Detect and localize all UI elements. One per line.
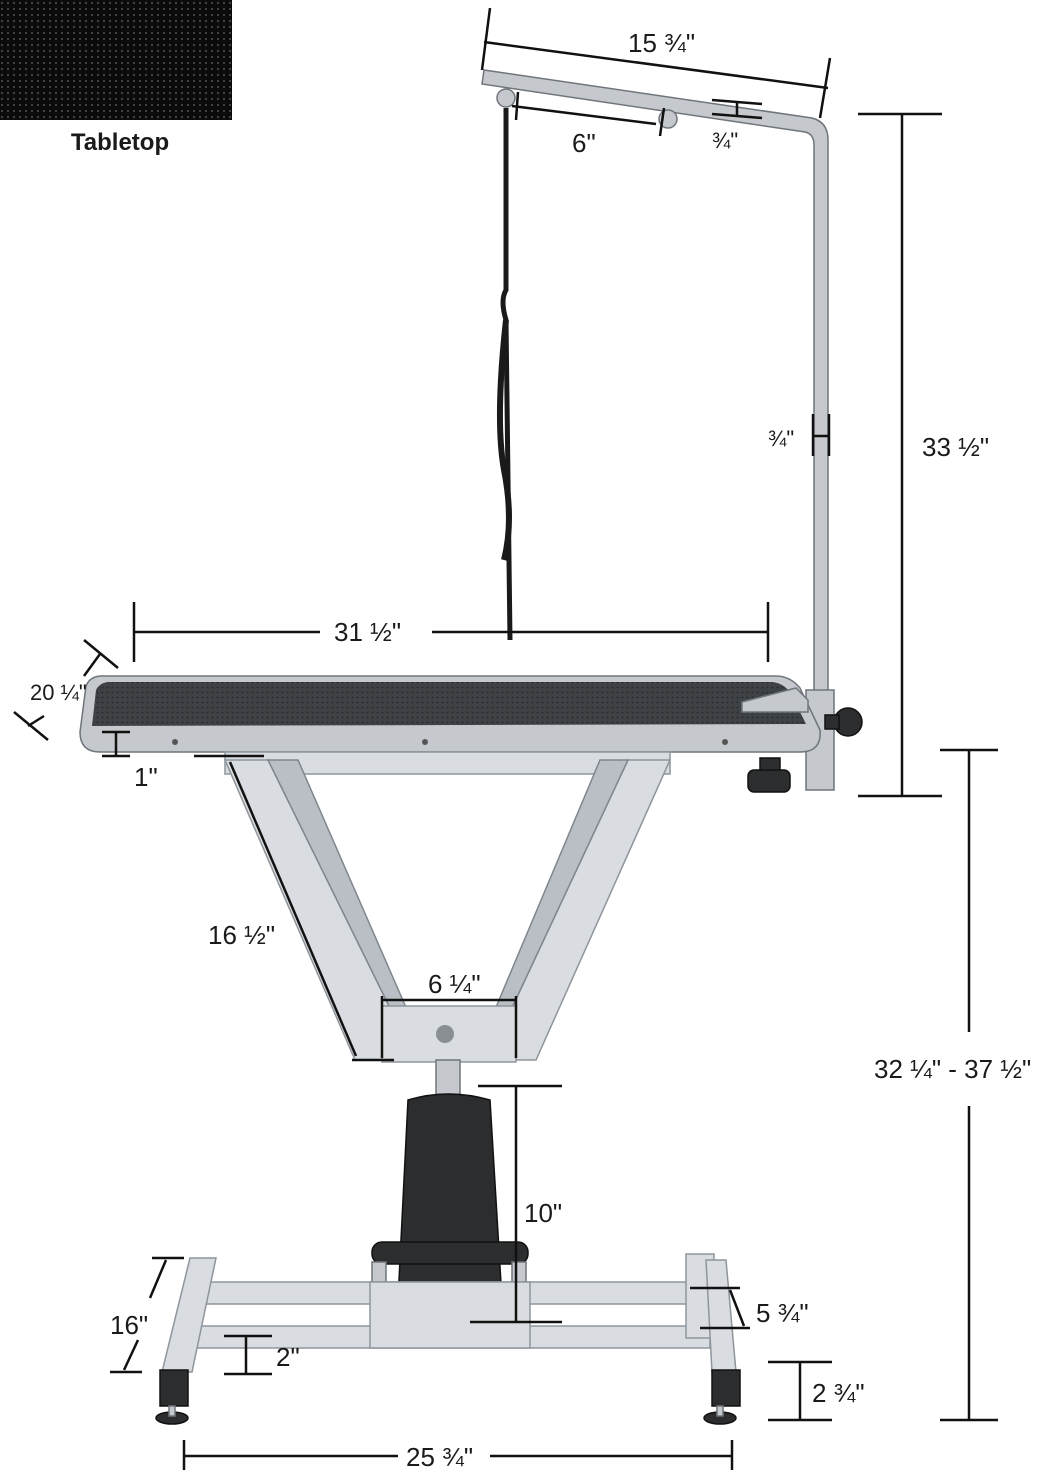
grooming-arm	[481, 69, 863, 791]
tabletop-swatch-label: Tabletop	[71, 129, 169, 156]
arm-length-label: 15 ¾"	[628, 28, 695, 58]
pump-height-label: 10"	[524, 1198, 562, 1228]
leg-length-label: 16 ½"	[208, 920, 275, 950]
base-depth-label: 16"	[110, 1310, 148, 1340]
arm-tube-side-label: ¾"	[768, 426, 794, 451]
crossbar-height-label: 2"	[276, 1342, 300, 1372]
crossbar-spacing-label: 5 ¾"	[756, 1298, 809, 1328]
hook-spacing-label: 6"	[572, 128, 596, 158]
hook-ring	[496, 88, 516, 108]
foot-height-label: 2 ¾"	[812, 1378, 865, 1408]
hydraulic-pump	[371, 1059, 529, 1312]
table-top	[79, 675, 821, 793]
v-frame	[223, 751, 672, 1063]
dimension-labels: 15 ¾" 6" ¾" ¾" 33 ½" 31 ½" 20 ¼" 1" 16 ½…	[30, 28, 1031, 1470]
arm-tube-top-label: ¾"	[712, 128, 738, 153]
table-edge-label: 1"	[134, 762, 158, 792]
table-height-label: 32 ¼" - 37 ½"	[874, 1054, 1031, 1084]
tabletop-swatch	[0, 0, 232, 120]
h-base	[155, 1253, 741, 1425]
base-width-label: 25 ¾"	[406, 1442, 473, 1470]
frame-bottom-label: 6 ¼"	[428, 969, 481, 999]
foot	[711, 1369, 741, 1407]
foot	[159, 1369, 189, 1407]
arm-height-label: 33 ½"	[922, 432, 989, 462]
table-length-label: 31 ½"	[334, 617, 401, 647]
leash	[500, 108, 513, 641]
dimension-lines	[13, 7, 998, 1470]
table-depth-label: 20 ¼"	[30, 680, 87, 705]
